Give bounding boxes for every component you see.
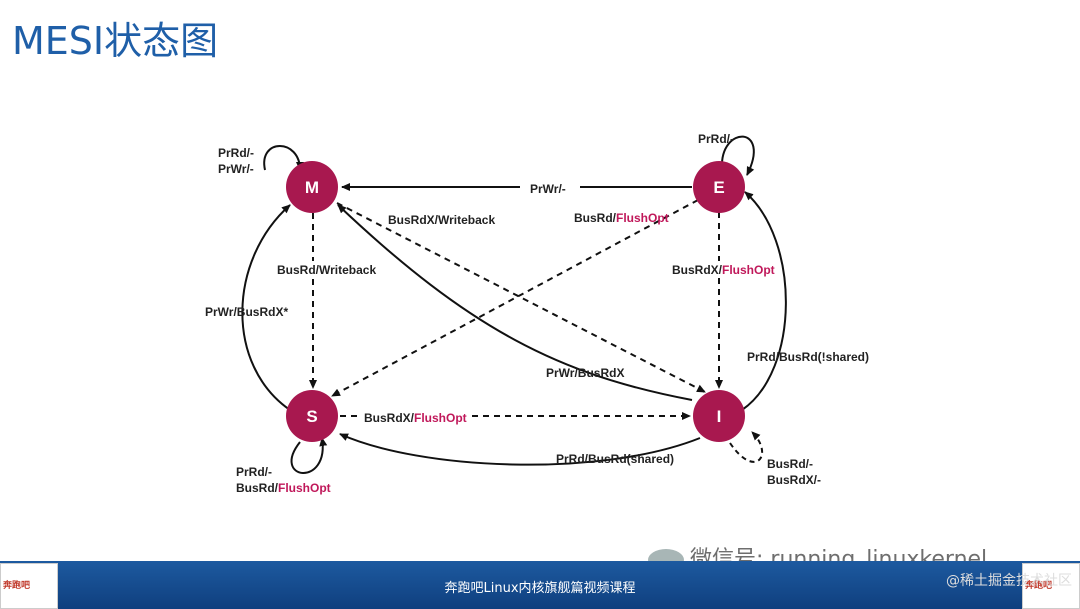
edge-i-to-m — [337, 204, 693, 401]
page-title: MESI状态图 — [12, 19, 219, 63]
label-s-self-2: BusRd/FlushOpt — [236, 481, 331, 495]
credit-watermark: @稀土掘金技术社区 — [946, 573, 1072, 589]
state-e: E — [693, 161, 745, 213]
state-s: S — [286, 390, 338, 442]
edge-i-self — [729, 431, 763, 463]
state-e-label: E — [713, 178, 724, 197]
logo-right-text: 奔跑吧 — [1025, 581, 1053, 591]
state-m-label: M — [305, 178, 319, 197]
edge-m-self — [263, 145, 304, 171]
label-e-to-s: BusRd/FlushOpt — [574, 211, 669, 225]
label-s-to-m: PrWr/BusRdX* — [205, 305, 288, 319]
label-e-to-i: BusRdX/FlushOpt — [672, 263, 775, 277]
label-i-to-m: PrWr/BusRdX — [546, 366, 624, 380]
logo-left-text: 奔跑吧 — [3, 581, 31, 591]
edge-e-self — [720, 135, 755, 176]
label-i-self-2: BusRdX/- — [767, 473, 821, 487]
state-i: I — [693, 390, 745, 442]
edge-i-to-e — [741, 191, 787, 411]
course-name: 奔跑吧Linux内核旗舰篇视频课程 — [444, 581, 636, 596]
label-m-to-i: BusRdX/Writeback — [388, 213, 495, 227]
label-i-to-s: PrRd/BusRd(shared) — [556, 452, 674, 466]
label-s-to-i: BusRdX/FlushOpt — [364, 411, 467, 425]
label-e-to-m: PrWr/- — [530, 182, 566, 196]
mesi-state-diagram: M E S I PrRd/- PrWr/- PrRd/- PrWr/- BusR… — [205, 132, 869, 495]
edge-s-to-m — [241, 204, 291, 411]
footer-bar: 奔跑吧Linux内核旗舰篇视频课程 — [0, 561, 1080, 609]
label-e-self: PrRd/- — [698, 132, 734, 146]
edge-m-to-i — [336, 202, 706, 393]
label-m-self-2: PrWr/- — [218, 162, 254, 176]
label-i-to-e: PrRd/BusRd(!shared) — [747, 350, 869, 364]
state-s-label: S — [306, 407, 317, 426]
logo-left: 奔跑吧 — [0, 563, 58, 609]
edge-e-to-s — [331, 199, 699, 397]
edge-s-self — [290, 437, 328, 474]
logo-right: 奔跑吧 — [1022, 563, 1080, 609]
state-i-label: I — [717, 407, 722, 426]
state-m: M — [286, 161, 338, 213]
label-i-self-1: BusRd/- — [767, 457, 813, 471]
edge-i-to-s — [339, 433, 701, 466]
label-s-self-1: PrRd/- — [236, 465, 272, 479]
label-m-to-s: BusRd/Writeback — [277, 263, 376, 277]
label-m-self-1: PrRd/- — [218, 146, 254, 160]
